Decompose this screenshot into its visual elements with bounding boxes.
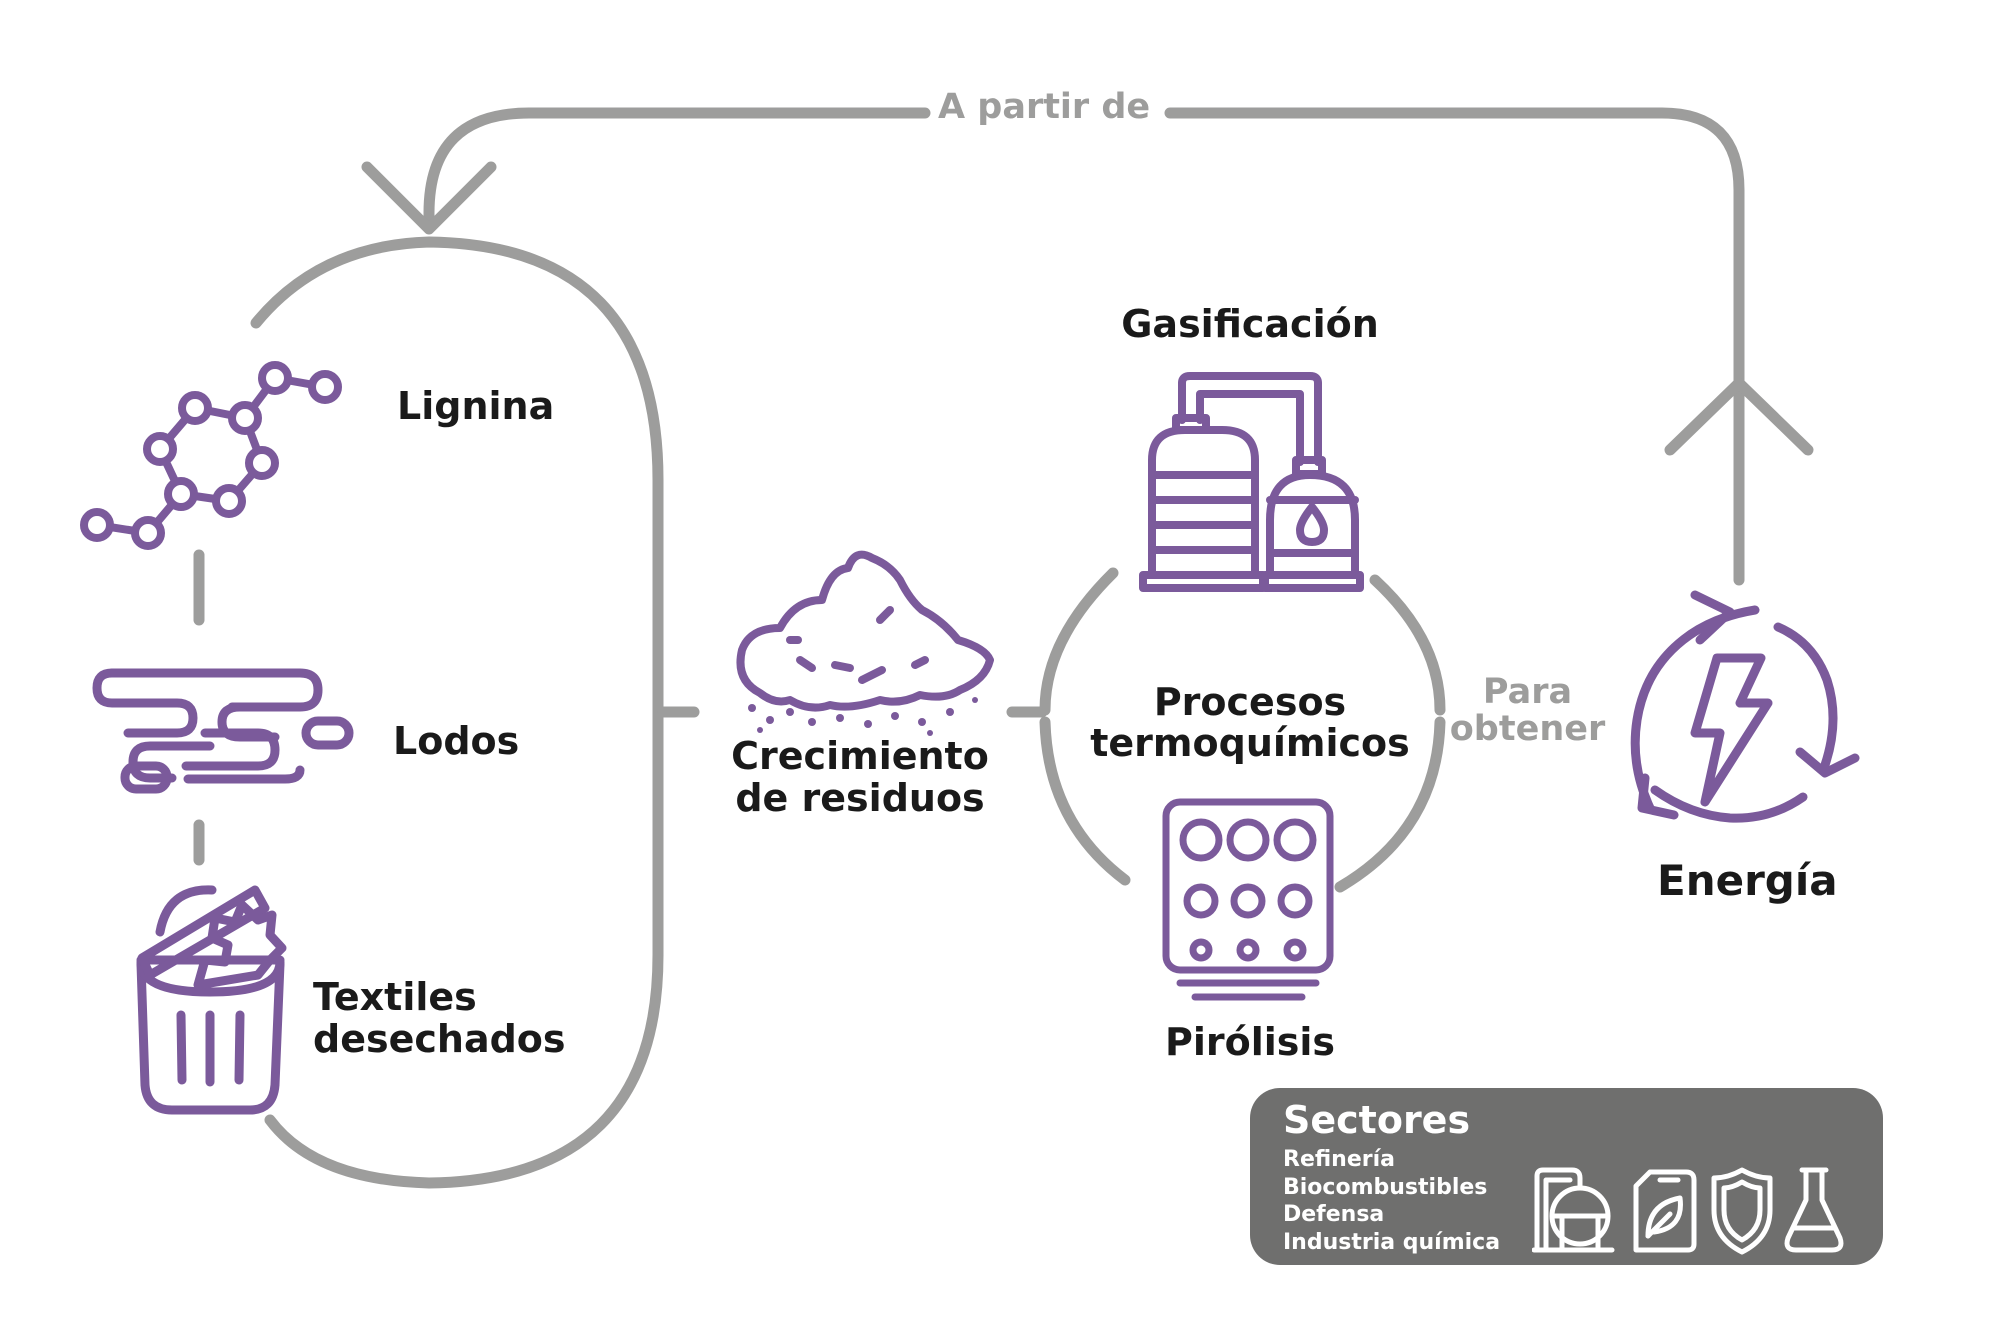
lignina-label: Lignina (397, 384, 555, 428)
pyrolysis-furnace-icon (1162, 798, 1334, 1001)
energia-label: Energía (1657, 856, 1838, 905)
para-obtener-label-line2: obtener (1449, 709, 1606, 749)
fuel-can-leaf-icon (1633, 1169, 1697, 1253)
sectores-list: Refinería Biocombustibles Defensa Indust… (1283, 1146, 1500, 1256)
return-arrow-head (361, 161, 497, 235)
waste-dust-icon (748, 697, 978, 736)
textiles-label-line2: desechados (313, 1017, 566, 1061)
lodos-label: Lodos (393, 719, 520, 763)
sector-item: Defensa (1283, 1202, 1385, 1227)
process-circle-arc-tl (1039, 567, 1119, 716)
refinery-icon (1532, 1167, 1615, 1253)
sludge-icon (92, 668, 354, 794)
up-arrow-head (1664, 377, 1814, 456)
gasificacion-label: Gasificación (1121, 302, 1379, 346)
a-partir-de-label: A partir de (938, 87, 1151, 127)
pirolisis-label: Pirólisis (1164, 1020, 1336, 1064)
trash-bin-icon (136, 885, 287, 1115)
sector-icons (1532, 1167, 1844, 1255)
process-circle-arc-bl (1039, 716, 1131, 886)
waste-growth-label-line1: Crecimiento (731, 734, 989, 778)
process-circle-arc-tr (1369, 574, 1446, 716)
energy-cycle-icon (1630, 590, 1860, 823)
sectores-panel: Sectores Refinería Biocombustibles Defen… (1250, 1088, 1883, 1265)
sector-item: Refinería (1283, 1147, 1395, 1172)
processes-center-label-line1: Procesos (1153, 680, 1347, 724)
process-circle-arc-br (1334, 716, 1446, 893)
molecule-icon (80, 361, 342, 550)
para-obtener-label-line1: Para (1482, 672, 1573, 712)
sectores-title: Sectores (1283, 1098, 1471, 1142)
textiles-label-line1: Textiles (313, 975, 477, 1019)
sector-item: Industria química (1283, 1229, 1501, 1255)
shield-icon (1711, 1167, 1773, 1255)
flask-icon (1784, 1167, 1844, 1253)
waste-cycle-arc (250, 236, 664, 1189)
waste-pile-icon (736, 550, 994, 712)
gas-tanks-icon (1139, 372, 1364, 592)
processes-center-label-line2: termoquímicos (1090, 721, 1410, 765)
return-arrow-line (423, 107, 1745, 586)
waste-growth-label-line2: de residuos (735, 776, 985, 820)
sector-item: Biocombustibles (1283, 1174, 1488, 1200)
